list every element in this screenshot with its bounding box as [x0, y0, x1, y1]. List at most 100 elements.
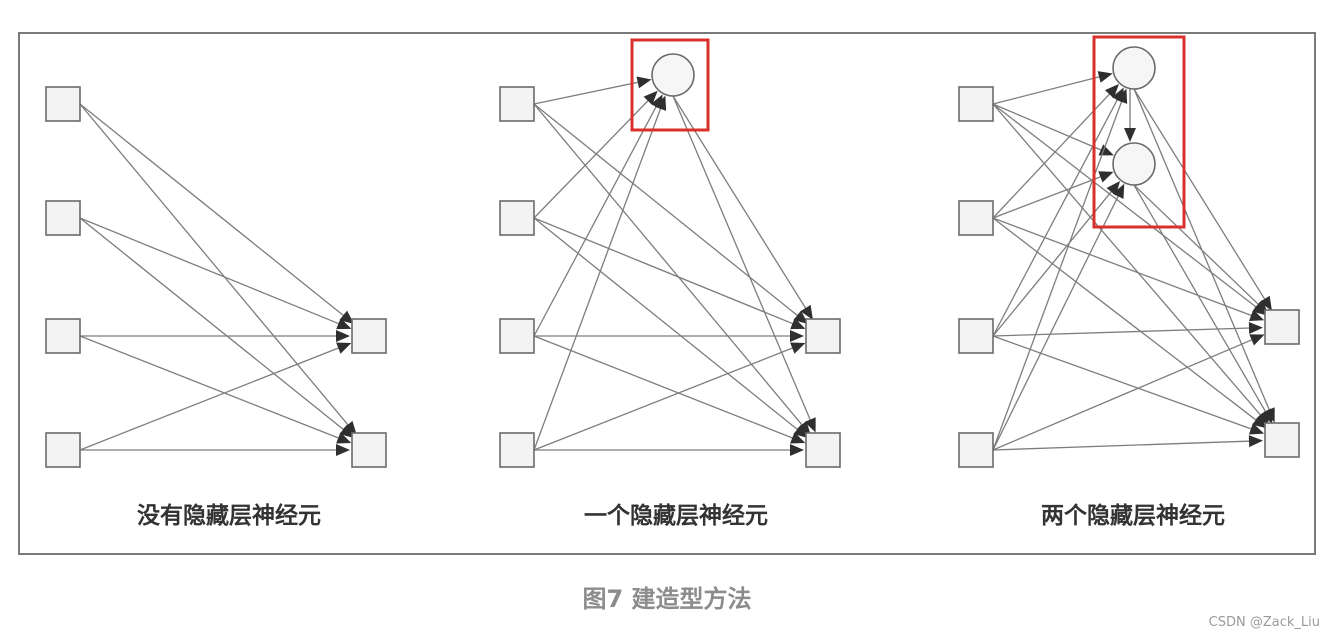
arrowhead [800, 304, 813, 320]
arrowhead [790, 432, 806, 444]
panel-nodes [958, 35, 1300, 468]
figure-caption: 图7 建造型方法 [582, 585, 751, 613]
panel-no-hidden-neurons: 没有隐藏层神经元 [45, 86, 387, 529]
hidden-neuron-highlight-box [630, 38, 710, 132]
arrowhead [643, 90, 658, 105]
input-neuron [958, 318, 994, 354]
edge-hidden-to-output [672, 95, 810, 314]
edge-hidden-to-output [1133, 184, 1263, 309]
output-neuron [805, 318, 841, 354]
arrowhead [1260, 408, 1273, 424]
arrowhead [1124, 128, 1136, 142]
edge-input-to-hidden [992, 103, 1107, 153]
arrowhead [1248, 423, 1265, 435]
output-neuron [1264, 422, 1300, 458]
edge-input-to-output [992, 440, 1256, 451]
edge-input-to-output [79, 335, 345, 441]
arrowhead [339, 424, 355, 439]
csdn-watermark: CSDN @Zack_Liu [1209, 615, 1320, 630]
output-neuron [351, 318, 387, 354]
output-neuron [351, 432, 387, 468]
edge-input-to-hidden [533, 80, 644, 105]
output-neuron [805, 432, 841, 468]
arrowhead [654, 95, 667, 111]
input-neuron [45, 86, 81, 122]
input-neuron [958, 200, 994, 236]
edge-input-to-output [992, 327, 1256, 337]
arrowhead [1249, 334, 1265, 346]
input-neuron [958, 432, 994, 468]
figure-frame [18, 32, 1316, 555]
edge-input-to-hidden [533, 102, 664, 451]
edge-hidden-to-output [672, 95, 814, 426]
edge-input-to-hidden [992, 174, 1107, 219]
edge-input-to-output [79, 345, 345, 451]
panel-nodes [499, 38, 841, 468]
input-neuron [45, 318, 81, 354]
arrowhead [336, 432, 352, 444]
edge-input-to-output [992, 217, 1257, 319]
panel-one-hidden-neuron: 一个隐藏层神经元 [499, 38, 841, 529]
input-neuron [499, 432, 535, 468]
edge-input-to-output [992, 335, 1257, 432]
edge-input-to-hidden [533, 101, 660, 337]
edge-input-to-hidden [992, 94, 1121, 337]
arrowhead [336, 444, 350, 456]
arrowhead [793, 424, 809, 439]
edge-input-to-output [533, 217, 799, 327]
hidden-neuron [1112, 142, 1156, 186]
arrowhead [790, 444, 804, 456]
edge-input-to-hidden [992, 74, 1106, 105]
hidden-neuron [1112, 46, 1156, 90]
edge-input-to-output [533, 335, 799, 441]
arrowhead [1098, 171, 1114, 183]
arrowhead [1259, 295, 1272, 311]
edge-hidden-to-output [1133, 184, 1270, 417]
edge-input-to-output [992, 336, 1258, 451]
hidden-neuron-highlight-box [1092, 35, 1186, 229]
edge-input-to-output [533, 217, 803, 434]
arrowhead [1097, 71, 1113, 83]
edge-input-to-output [533, 103, 803, 320]
output-neuron [1264, 309, 1300, 345]
panel-label-no-hidden: 没有隐藏层神经元 [137, 502, 321, 529]
arrowhead [1255, 411, 1270, 426]
input-neuron [499, 86, 535, 122]
panel-edges [79, 103, 357, 456]
edge-hidden-to-output [1133, 88, 1269, 305]
panel-two-hidden-neurons: 两个隐藏层神经元 [958, 35, 1300, 529]
edge-input-to-output [992, 103, 1262, 312]
panel-label-two-hidden: 两个隐藏层神经元 [1041, 502, 1225, 529]
input-neuron [958, 86, 994, 122]
arrowhead [790, 330, 804, 342]
edge-input-to-output [992, 103, 1265, 420]
edge-input-to-output [79, 217, 349, 434]
input-neuron [45, 432, 81, 468]
edge-input-to-hidden [992, 95, 1125, 451]
edge-hidden-to-output [1133, 88, 1273, 416]
arrowhead [1115, 88, 1128, 104]
arrowhead [343, 420, 357, 436]
panel-label-one-hidden: 一个隐藏层神经元 [584, 502, 768, 529]
edge-input-to-output [533, 345, 799, 451]
panel-edges [533, 76, 816, 456]
arrowhead [804, 417, 816, 433]
arrowhead [790, 342, 806, 354]
arrowhead [790, 317, 806, 330]
arrowhead [336, 330, 350, 342]
arrowhead [1249, 309, 1265, 321]
panel-edges [992, 71, 1275, 451]
edge-input-to-output [533, 103, 807, 430]
arrowhead [1252, 415, 1267, 429]
input-neuron [499, 318, 535, 354]
input-neuron [45, 200, 81, 236]
edge-input-to-output [79, 217, 345, 327]
arrowhead [336, 317, 352, 330]
arrowhead [336, 342, 352, 354]
arrowhead [1112, 183, 1125, 199]
arrowhead [1104, 84, 1119, 99]
panel-nodes [45, 86, 387, 468]
arrowhead [636, 76, 652, 89]
edge-input-to-output [79, 103, 349, 320]
